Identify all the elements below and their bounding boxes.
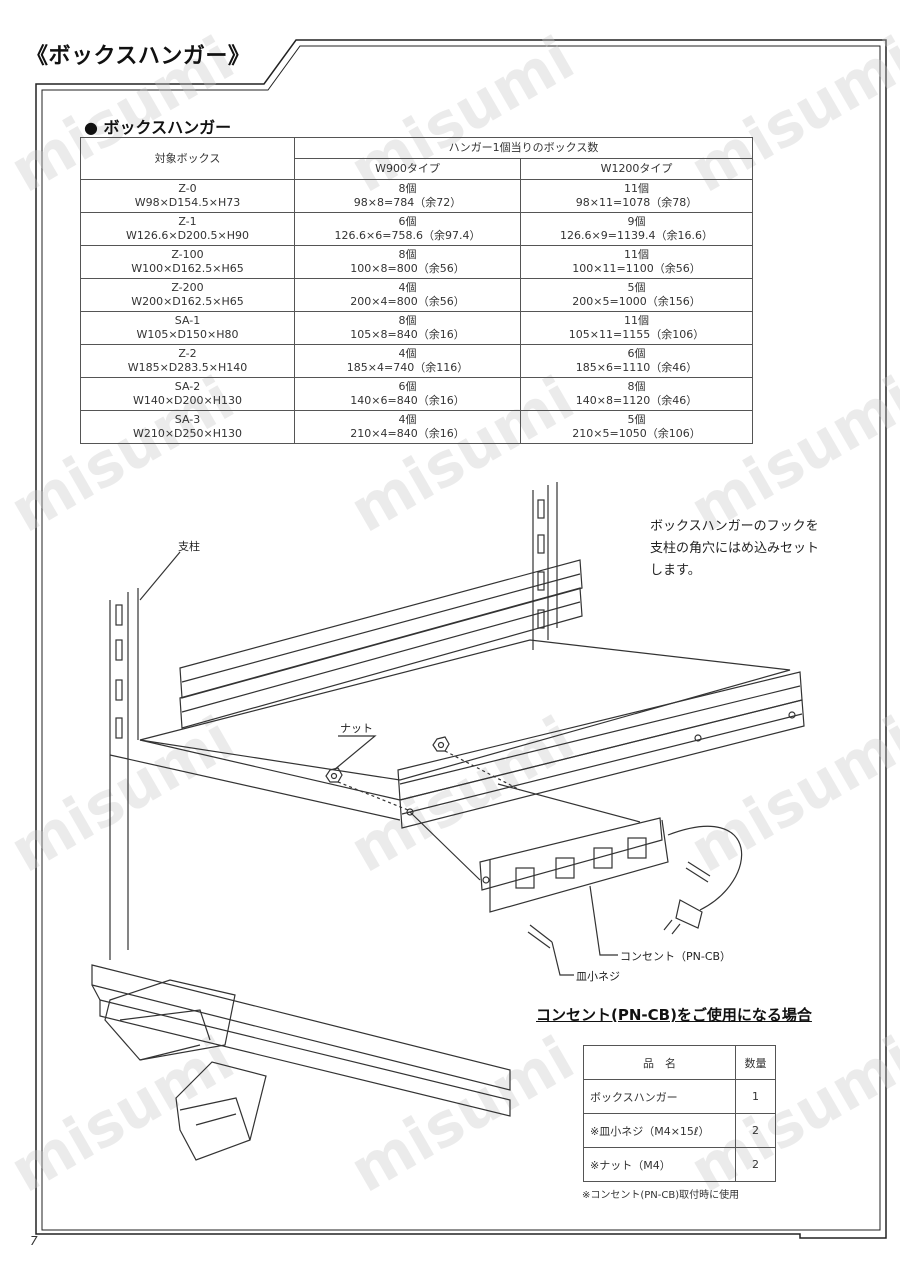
header-w1200: W1200タイプ bbox=[519, 158, 754, 180]
parts-note: ※コンセント(PN-CB)取付時に使用 bbox=[582, 1190, 740, 1201]
w900-calc: 98×8=784（余72） bbox=[353, 196, 462, 209]
w1200-count: 5個 bbox=[627, 281, 646, 294]
note-line: します。 bbox=[650, 563, 701, 578]
header-target-box: 対象ボックス bbox=[80, 137, 295, 180]
section-title-text: ボックスハンガー bbox=[103, 118, 232, 137]
box-model: SA-1 bbox=[174, 314, 201, 327]
screw-label: 皿小ネジ bbox=[576, 970, 620, 983]
part-qty: 2 bbox=[735, 1147, 776, 1182]
w1200-count: 8個 bbox=[627, 380, 646, 393]
note-line: ボックスハンガーのフックを bbox=[650, 519, 819, 534]
table-row: ボックスハンガー 1 bbox=[583, 1079, 776, 1114]
w1200-calc: 200×5=1000（余156） bbox=[572, 295, 701, 308]
w900-calc: 210×4=840（余16） bbox=[350, 427, 465, 440]
box-dims: W126.6×D200.5×H90 bbox=[125, 229, 250, 242]
box-model: Z-100 bbox=[171, 248, 204, 261]
box-dims: W105×D150×H80 bbox=[136, 328, 239, 341]
w1200-count: 6個 bbox=[627, 347, 646, 360]
w1200-count: 11個 bbox=[624, 182, 649, 195]
w1200-calc: 100×11=1100（余56） bbox=[572, 262, 701, 275]
parts-table: 品 名 数量 ボックスハンガー 1 ※皿小ネジ（M4×15ℓ） 2 ※ナット（M… bbox=[583, 1045, 776, 1182]
w900-calc: 105×8=840（余16） bbox=[350, 328, 465, 341]
box-dims: W185×D283.5×H140 bbox=[127, 361, 248, 374]
w900-calc: 185×4=740（余116） bbox=[346, 361, 469, 374]
box-model: Z-2 bbox=[178, 347, 197, 360]
outlet-usage-title: コンセント(PN-CB)をご使用になる場合 bbox=[536, 1006, 812, 1024]
w900-calc: 126.6×6=758.6（余97.4） bbox=[334, 229, 481, 242]
box-dims: W200×D162.5×H65 bbox=[131, 295, 244, 308]
note-line: 支柱の角穴にはめ込みセット bbox=[650, 541, 820, 556]
w900-count: 4個 bbox=[398, 281, 417, 294]
w1200-count: 9個 bbox=[627, 215, 646, 228]
part-qty: 1 bbox=[735, 1079, 776, 1114]
w1200-count: 5個 bbox=[627, 413, 646, 426]
header-w900: W900タイプ bbox=[294, 158, 521, 180]
part-qty: 2 bbox=[735, 1113, 776, 1148]
part-name: ※ナット（M4） bbox=[583, 1147, 736, 1182]
w1200-calc: 126.6×9=1139.4（余16.6） bbox=[560, 229, 713, 242]
w900-calc: 140×6=840（余16） bbox=[350, 394, 465, 407]
table-row: ※皿小ネジ（M4×15ℓ） 2 bbox=[583, 1113, 776, 1148]
parts-header-qty: 数量 bbox=[735, 1045, 776, 1080]
nut-label: ナット bbox=[340, 722, 373, 735]
w900-calc: 100×8=800（余56） bbox=[350, 262, 465, 275]
box-model: Z-200 bbox=[171, 281, 204, 294]
box-dims: W100×D162.5×H65 bbox=[131, 262, 244, 275]
outlet-label: コンセント（PN-CB） bbox=[620, 950, 732, 963]
parts-header-name: 品 名 bbox=[583, 1045, 736, 1080]
w1200-calc: 185×6=1110（余46） bbox=[575, 361, 698, 374]
w900-count: 6個 bbox=[398, 380, 417, 393]
post-label: 支柱 bbox=[178, 540, 200, 553]
box-count-table: 対象ボックス ハンガー1個当りのボックス数 W900タイプ W1200タイプ Z… bbox=[80, 137, 754, 444]
w900-count: 8個 bbox=[398, 314, 417, 327]
box-dims: W140×D200×H130 bbox=[132, 394, 243, 407]
w1200-count: 11個 bbox=[624, 314, 649, 327]
box-dims: W210×D250×H130 bbox=[132, 427, 243, 440]
box-model: Z-0 bbox=[178, 182, 197, 195]
w900-count: 4個 bbox=[398, 413, 417, 426]
box-model: Z-1 bbox=[178, 215, 197, 228]
w900-count: 6個 bbox=[398, 215, 417, 228]
w900-calc: 200×4=800（余56） bbox=[350, 295, 465, 308]
w1200-calc: 105×11=1155（余106） bbox=[568, 328, 705, 341]
part-name: ※皿小ネジ（M4×15ℓ） bbox=[583, 1113, 736, 1148]
header-box-count: ハンガー1個当りのボックス数 bbox=[293, 137, 754, 159]
page-title: 《ボックスハンガー》 bbox=[26, 44, 251, 69]
installation-note: ボックスハンガーのフックを 支柱の角穴にはめ込みセット します。 bbox=[650, 516, 850, 582]
section-title: ● ボックスハンガー bbox=[84, 114, 231, 138]
page-number: 7 bbox=[30, 1234, 38, 1248]
bullet-icon: ● bbox=[84, 118, 98, 137]
box-model: SA-2 bbox=[174, 380, 201, 393]
box-dims: W98×D154.5×H73 bbox=[134, 196, 241, 209]
w900-count: 4個 bbox=[398, 347, 417, 360]
part-name: ボックスハンガー bbox=[583, 1079, 736, 1114]
w900-count: 8個 bbox=[398, 248, 417, 261]
box-model: SA-3 bbox=[174, 413, 201, 426]
w1200-count: 11個 bbox=[624, 248, 649, 261]
table-row: ※ナット（M4） 2 bbox=[583, 1147, 776, 1182]
w1200-calc: 140×8=1120（余46） bbox=[575, 394, 698, 407]
w1200-calc: 98×11=1078（余78） bbox=[575, 196, 698, 209]
w1200-calc: 210×5=1050（余106） bbox=[572, 427, 701, 440]
w900-count: 8個 bbox=[398, 182, 417, 195]
